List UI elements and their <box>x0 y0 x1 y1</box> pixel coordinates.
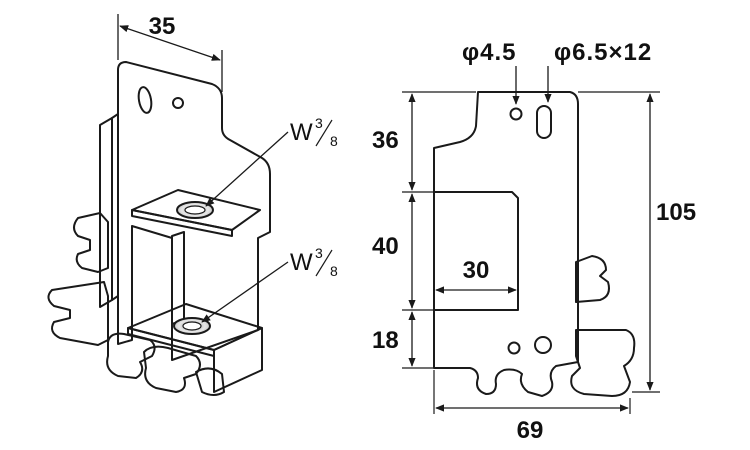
dim-36-label: 36 <box>372 127 399 154</box>
upper-thread-label: W 3 8 <box>290 115 338 149</box>
right-flange <box>213 327 263 393</box>
dim-105-label: 105 <box>656 199 696 226</box>
lower-hook-tab <box>47 281 109 346</box>
dim-35-label: 35 <box>149 13 176 40</box>
isometric-view: 35 W 3 8 W 3 8 <box>47 13 338 396</box>
upper-nut-shelf-edge <box>131 209 233 237</box>
dim-40-label: 40 <box>372 233 399 260</box>
dim-30-label: 30 <box>463 257 490 284</box>
center-web <box>171 231 185 325</box>
upper-thread-leader <box>205 131 289 207</box>
svg-text:8: 8 <box>330 263 338 279</box>
foot-lobe-front <box>195 367 225 396</box>
front-hole-small <box>509 107 523 121</box>
front-plate-slot-hole <box>137 86 153 114</box>
dim-18-label: 18 <box>372 327 399 354</box>
lower-thread-label: W 3 8 <box>290 245 338 279</box>
front-inner-notch <box>434 191 519 311</box>
dim-35-line <box>119 25 221 61</box>
hole-slot-label: φ6.5×12 <box>554 39 652 66</box>
dim-69-label: 69 <box>517 417 544 444</box>
lower-thread-leader <box>201 261 289 323</box>
front-right-hook <box>575 255 610 303</box>
front-hole-slot <box>536 105 552 139</box>
rear-plate <box>99 117 113 308</box>
front-main-plate <box>433 91 579 397</box>
front-hole-lower-large <box>534 336 552 354</box>
svg-text:3: 3 <box>315 115 323 131</box>
front-plate-round-hole <box>172 97 184 109</box>
foot-lobe-left <box>106 332 156 379</box>
front-hole-lower-small <box>507 341 521 355</box>
upper-hook-tab <box>73 212 109 273</box>
front-plate <box>117 61 271 361</box>
front-view: φ4.5 φ6.5×12 36 40 18 30 105 69 <box>372 39 696 444</box>
svg-text:W: W <box>290 119 313 146</box>
svg-text:W: W <box>290 249 313 276</box>
upper-nut-bore <box>184 205 206 215</box>
lower-nut-bore <box>182 321 202 331</box>
svg-text:8: 8 <box>330 133 338 149</box>
front-right-foot <box>570 329 636 397</box>
svg-text:3: 3 <box>315 245 323 261</box>
foot-lobe-right <box>143 345 201 393</box>
hole-small-label: φ4.5 <box>462 39 517 66</box>
